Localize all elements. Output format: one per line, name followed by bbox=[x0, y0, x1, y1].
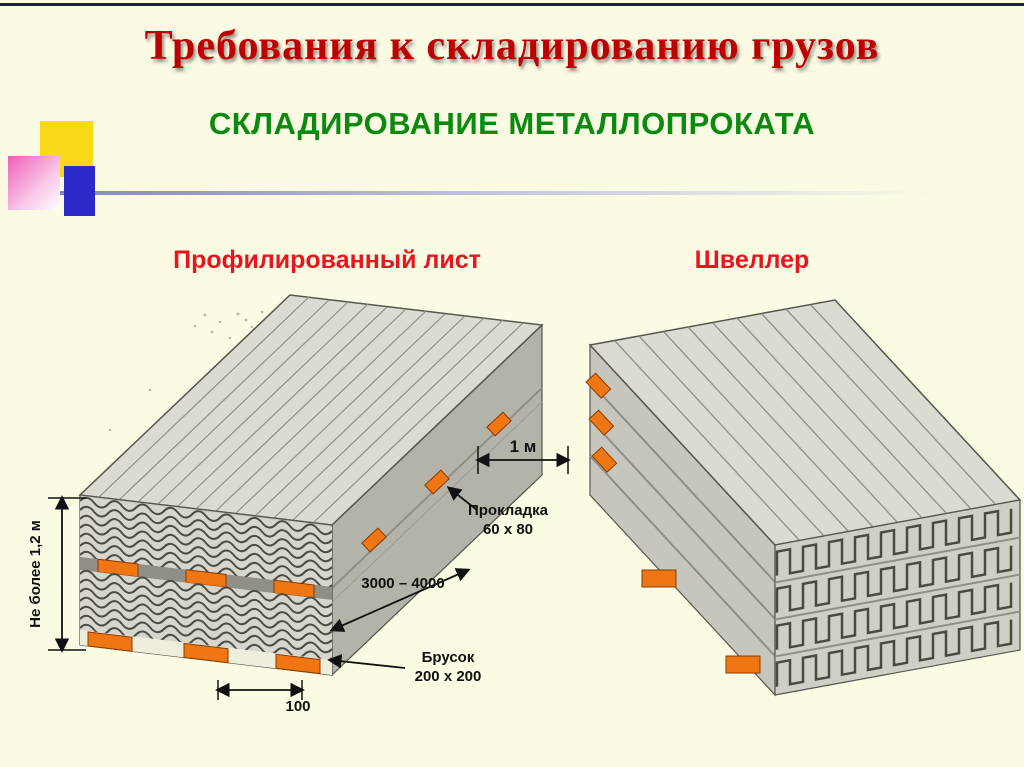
block-offset-label: 100 bbox=[285, 698, 310, 715]
channel-end-face bbox=[774, 499, 1021, 696]
length-dimension: 3000 – 4000 bbox=[329, 568, 471, 632]
channel-stack bbox=[585, 299, 1022, 697]
label-channel: Швеллер bbox=[694, 246, 810, 274]
top-rule bbox=[0, 3, 1024, 6]
spacer-callout: Прокладка 60 х 80 bbox=[446, 486, 549, 538]
decor-gradient-line bbox=[55, 191, 933, 195]
bottom-blocks bbox=[641, 569, 761, 674]
metal-storage-illustration: 1 м Прокладка 60 х 80 3000 – 4000 Брусок… bbox=[27, 294, 1022, 715]
block-label-line1: Брусок bbox=[422, 649, 475, 666]
profiled-sheet-stack bbox=[78, 294, 544, 677]
spacer-label-line1: Прокладка bbox=[468, 502, 549, 519]
block-label-line2: 200 х 200 bbox=[415, 668, 482, 685]
side-spacers bbox=[585, 372, 618, 473]
length-range-label: 3000 – 4000 bbox=[361, 575, 444, 592]
gap-width-label: 1 м bbox=[510, 437, 537, 456]
dimension-annotations: 1 м Прокладка 60 х 80 3000 – 4000 Брусок… bbox=[27, 437, 571, 715]
max-height-label: Не более 1,2 м bbox=[27, 520, 44, 628]
beam-ridges bbox=[614, 304, 997, 542]
slide-subtitle: СКЛАДИРОВАНИЕ МЕТАЛЛОПРОКАТА bbox=[208, 106, 816, 141]
sheet-ridges bbox=[98, 296, 524, 524]
gap-dimension: 1 м bbox=[475, 437, 571, 474]
block-callout: Брусок 200 х 200 bbox=[327, 649, 482, 685]
sheet-end-face bbox=[78, 494, 334, 676]
offset-dimension: 100 bbox=[215, 680, 311, 715]
spacer-label-line2: 60 х 80 bbox=[483, 521, 533, 538]
label-profiled-sheet: Профилированный лист bbox=[173, 246, 481, 274]
decor-blue-square bbox=[64, 166, 95, 216]
max-height-dimension: Не более 1,2 м bbox=[27, 495, 86, 653]
slide-title: Требования к складированию грузов bbox=[144, 23, 880, 69]
decor-magenta-square bbox=[8, 156, 60, 210]
side-spacers bbox=[361, 411, 512, 553]
